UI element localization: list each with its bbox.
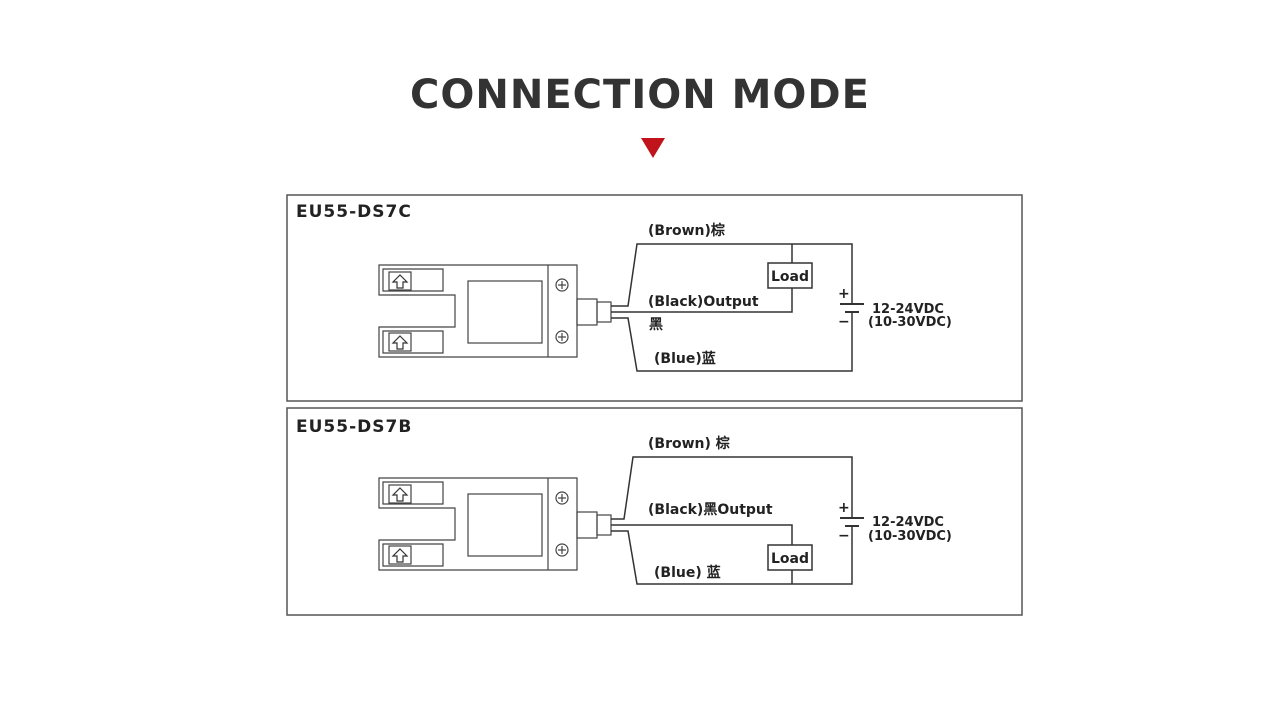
arrow-up-icon — [388, 545, 412, 565]
arrow-up-icon — [388, 332, 412, 352]
model-label: EU55-DS7C — [296, 202, 412, 222]
brown-wire-label: (Brown)棕 — [648, 222, 725, 239]
screw-icon — [555, 543, 569, 557]
screw-icon — [555, 330, 569, 344]
sensor-body — [378, 477, 578, 571]
panel-frame — [286, 407, 1023, 616]
load-box: Load — [767, 544, 813, 571]
page-title: CONNECTION MODE — [410, 72, 870, 118]
black-wire-label: (Black)Output — [648, 294, 759, 310]
sensor-body — [378, 264, 578, 358]
battery-symbol: + − — [838, 500, 864, 544]
wires — [611, 243, 853, 372]
load-label: Load — [771, 551, 809, 567]
plus-sign: + — [838, 286, 850, 302]
black-wire-label-zh: 黑 — [649, 317, 663, 333]
battery-symbol: + − — [838, 286, 864, 330]
voltage-range-label: (10-30VDC) — [868, 315, 952, 330]
panel-ds7b: EU55-DS7B — [286, 407, 1023, 616]
panel-ds7c: EU55-DS7C — [286, 194, 1023, 402]
blue-wire-label: (Blue) 蓝 — [654, 564, 721, 581]
cable-gland — [576, 511, 612, 539]
model-label: EU55-DS7B — [296, 417, 412, 437]
screw-icon — [555, 491, 569, 505]
black-wire-label: (Black)黑Output — [648, 502, 773, 518]
voltage-range-label: (10-30VDC) — [868, 529, 952, 544]
down-triangle-icon — [641, 138, 665, 158]
voltage-label: 12-24VDC — [872, 302, 944, 317]
voltage-label: 12-24VDC — [872, 515, 944, 530]
minus-sign: − — [838, 528, 850, 544]
screw-icon — [555, 278, 569, 292]
panel-frame — [286, 194, 1023, 402]
wires — [611, 456, 853, 585]
arrow-up-icon — [388, 484, 412, 504]
minus-sign: − — [838, 314, 850, 330]
cable-gland — [576, 298, 612, 326]
blue-wire-label: (Blue)蓝 — [654, 350, 716, 367]
load-label: Load — [771, 269, 809, 285]
plus-sign: + — [838, 500, 850, 516]
load-box: Load — [767, 262, 813, 289]
brown-wire-label: (Brown) 棕 — [648, 435, 730, 452]
arrow-up-icon — [388, 271, 412, 291]
